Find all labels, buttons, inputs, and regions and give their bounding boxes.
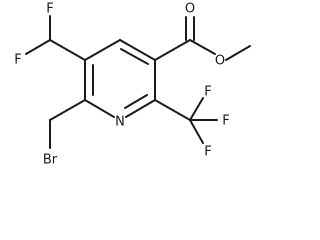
- bond-o-methyl: [225, 45, 251, 61]
- bond-ring-c2-n-inner: [124, 94, 148, 109]
- atom-f-difluoromethyl-top: F: [46, 2, 53, 17]
- atom-br: Br: [43, 153, 58, 168]
- bond-ring-c4-c3-inner: [120, 48, 149, 65]
- bond-chf2-f-left: [25, 39, 51, 55]
- atom-o-carbonyl: O: [185, 2, 195, 17]
- bond-c6-ch2: [49, 99, 86, 121]
- bond-c3-ester-c: [154, 39, 191, 61]
- bond-ring-c2-n: [125, 99, 156, 118]
- atom-f-difluoromethyl-left: F: [14, 53, 21, 68]
- atom-f-cf3-right: F: [222, 114, 229, 129]
- atom-n-ring: N: [115, 115, 125, 130]
- bond-ring-n-c6: [84, 99, 115, 118]
- bond-c5-chf2: [49, 39, 86, 61]
- bond-cf3-f-bottom: [189, 119, 204, 144]
- bond-ring-c5-c4: [84, 39, 121, 61]
- bond-c2-cf3: [154, 99, 191, 121]
- bond-layer: [25, 15, 251, 149]
- atom-o-ester: O: [215, 54, 225, 69]
- atom-label-layer: F F O O Br N F F F: [14, 2, 229, 168]
- bond-cf3-f-top: [189, 97, 204, 121]
- molecule-structure-diagram: F F O O Br N F F F: [14, 2, 251, 168]
- atom-f-cf3-bottom: F: [204, 145, 211, 160]
- bond-ring-c4-c3: [119, 39, 156, 61]
- atom-f-cf3-top: F: [204, 85, 211, 100]
- bond-ester-c-o-single: [189, 39, 216, 55]
